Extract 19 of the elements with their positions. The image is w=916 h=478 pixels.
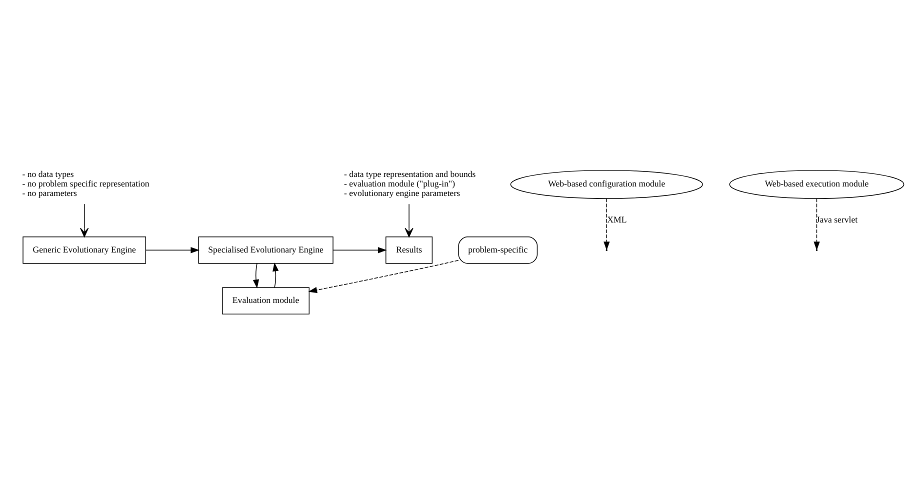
edge-label: XML [607, 214, 627, 224]
node-text: - no data types - no problem specific representation - no parameters [22, 168, 150, 198]
node-box: problem-specific [458, 236, 538, 264]
arrow [146, 246, 200, 253]
arrow [404, 203, 414, 237]
arrow [604, 198, 610, 250]
arrow [308, 259, 459, 293]
node-box: Results [386, 236, 433, 264]
arrow [80, 203, 89, 237]
node-ellipse: Web-based configuration module [510, 169, 703, 198]
node-ellipse: Web-based execution module [729, 169, 904, 198]
node-box: Generic Evolutionary Engine [22, 236, 146, 264]
node-box: Evaluation module [222, 286, 310, 314]
edge-label: Java servlet [816, 214, 858, 224]
node-text: - data type representation and bounds - evaluation module ("plug-in") - evolutionary engine parameters [344, 168, 476, 198]
arrow [252, 262, 260, 288]
node-box: Specialised Evolutionary Engine [198, 236, 334, 264]
arrow [332, 246, 387, 253]
arrow [272, 262, 279, 288]
